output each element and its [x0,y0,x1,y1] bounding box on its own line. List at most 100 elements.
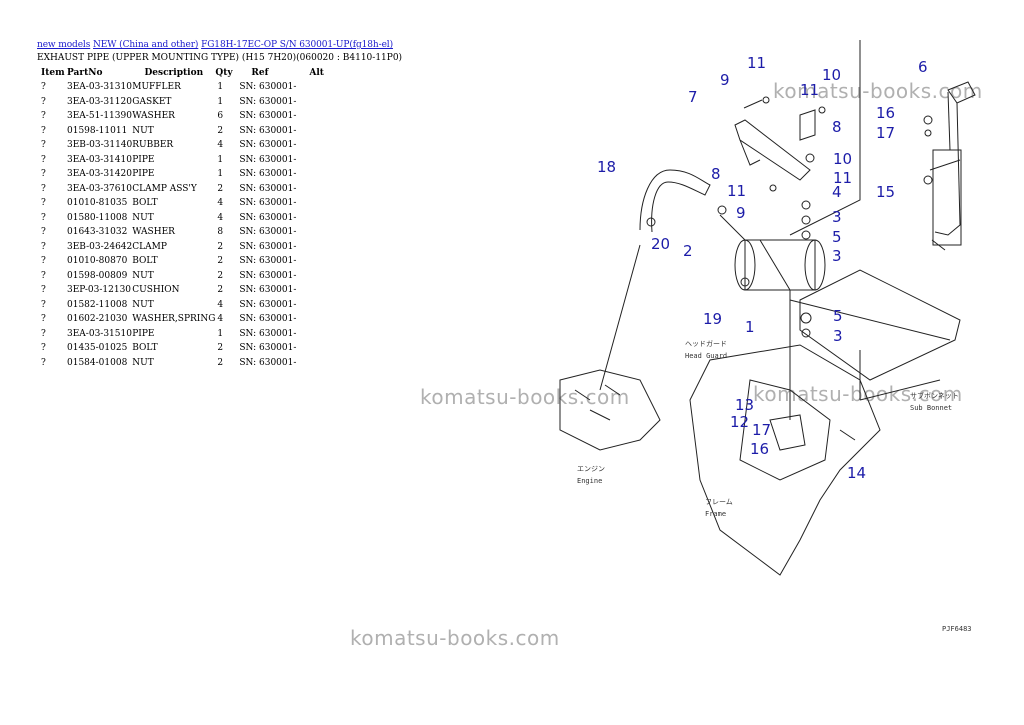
cell-item: ? [41,169,46,180]
callout-16: 16 [876,104,895,122]
cell-partno: 3EA-03-31310 [67,82,132,93]
cell-item: ? [41,227,46,238]
cell-item: ? [41,111,46,122]
cell-alt [309,225,324,240]
cell-ref: SN: 630001- [239,285,297,296]
table-row: ? 01643-31032 WASHER 8 SN: 630001- [37,225,324,240]
sub-bonnet-label: Sub Bonnet [910,404,952,412]
cell-qty: 1 [217,328,224,339]
cell-description: WASHER [132,111,175,122]
cell-item: ? [41,270,46,281]
cell-partno: 3EA-03-31420 [67,169,132,180]
breadcrumb-link-region[interactable]: NEW (China and other) [93,40,199,50]
cell-ref: SN: 630001- [239,198,297,209]
cell-item: ? [41,125,46,136]
cell-ref: SN: 630001- [239,96,297,107]
column-header-alt: Alt [309,68,324,78]
cell-alt [309,356,324,371]
cell-item: ? [41,285,46,296]
breadcrumb: new models NEW (China and other) FG18H-1… [37,40,393,50]
cell-partno: 3EA-03-31410 [67,154,132,165]
cell-item: ? [41,256,46,267]
callout-7: 7 [688,88,698,106]
cell-alt [309,80,324,95]
cell-partno: 01643-31032 [67,227,128,238]
cell-qty: 8 [217,227,224,238]
watermark: komatsu-books.com [773,79,983,103]
cell-description: NUT [132,357,154,368]
cell-partno: 01582-11008 [67,299,128,310]
cell-alt [309,95,324,110]
cell-ref: SN: 630001- [239,256,297,267]
cell-qty: 2 [217,285,224,296]
cell-item: ? [41,96,46,107]
cell-alt [309,341,324,356]
cell-description: PIPE [132,154,155,165]
cell-ref: SN: 630001- [239,299,297,310]
callout-8: 8 [832,118,842,136]
cell-alt [309,182,324,197]
cell-partno: 3EA-51-11390 [67,111,132,122]
callout-14: 14 [847,464,866,482]
callout-10: 10 [822,66,841,84]
frame-label-jp: フレーム [705,498,733,506]
cell-partno: 3EP-03-12130 [67,285,132,296]
cell-alt [309,196,324,211]
cell-partno: 01598-11011 [67,125,128,136]
cell-partno: 3EB-03-31140 [67,140,133,151]
cell-ref: SN: 630001- [239,270,297,281]
cell-alt [309,269,324,284]
cell-ref: SN: 630001- [239,343,297,354]
callout-1: 1 [745,318,755,336]
cell-item: ? [41,299,46,310]
cell-description: CLAMP ASS'Y [132,183,197,194]
callout-5: 5 [832,228,842,246]
cell-qty: 2 [217,183,224,194]
callout-11: 11 [833,169,852,187]
cell-partno: 01435-01025 [67,343,128,354]
callout-9: 9 [736,204,746,222]
callout-10: 10 [833,150,852,168]
breadcrumb-link-model[interactable]: FG18H-17EC-OP S/N 630001-UP(fg18h-el) [201,40,393,50]
exhaust-pipe-diagram: 6 9 11 10 11 7 16 17 8 10 18 8 11 4 15 1… [559,40,976,633]
cell-ref: SN: 630001- [239,357,297,368]
cell-item: ? [41,140,46,151]
breadcrumb-link-new-models[interactable]: new models [37,40,91,50]
callout-17: 17 [876,124,895,142]
cell-description: RUBBER [132,140,174,151]
cell-alt [309,124,324,139]
cell-item: ? [41,212,46,223]
callout-18: 18 [597,158,616,176]
cell-description: GASKET [132,96,172,107]
callout-6: 6 [918,58,928,76]
cell-qty: 2 [217,125,224,136]
cell-ref: SN: 630001- [239,227,297,238]
engine-label-jp: エンジン [577,465,605,473]
head-guard-label-jp: ヘッドガード [685,339,727,348]
cell-item: ? [41,183,46,194]
cell-partno: 3EB-03-24642 [67,241,133,252]
cell-description: WASHER [132,227,175,238]
table-header-row: Item PartNo Description Qty Ref Alt [37,66,324,80]
callout-13: 13 [735,396,754,414]
cell-alt [309,254,324,269]
column-header-ref: Ref [251,68,269,78]
callout-5: 5 [833,307,843,325]
callout-3: 3 [832,208,842,226]
cell-description: CUSHION [132,285,180,296]
cell-ref: SN: 630001- [239,140,297,151]
cell-partno: 3EA-03-31510 [67,328,132,339]
drawing-code: PJF6483 [942,625,972,633]
column-header-description: Description [144,68,204,78]
cell-alt [309,298,324,313]
